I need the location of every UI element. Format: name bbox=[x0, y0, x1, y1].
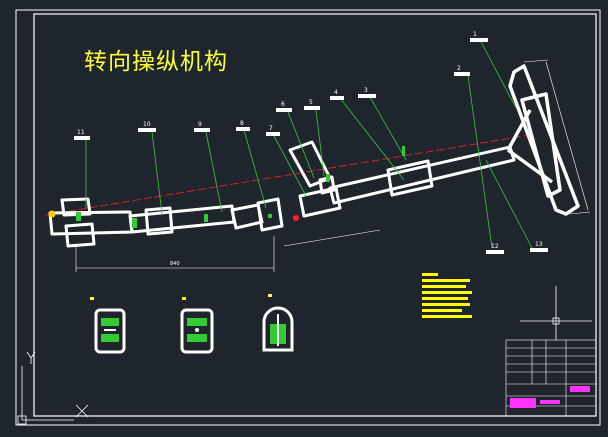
crosshair-icon bbox=[520, 286, 592, 340]
callout-6: 6 bbox=[281, 101, 285, 108]
dimension-length-text: 840 bbox=[170, 261, 180, 267]
outer-frame bbox=[15, 9, 601, 426]
callout-9: 9 bbox=[198, 121, 202, 128]
callout-3: 3 bbox=[364, 87, 368, 94]
drawing-title: 转向操纵机构 bbox=[84, 49, 228, 75]
callout-8: 8 bbox=[240, 120, 244, 127]
wheel-dimension bbox=[523, 59, 591, 215]
callout-1: 1 bbox=[473, 31, 477, 38]
ucs-axis-icon bbox=[17, 351, 74, 425]
joint-marker-red bbox=[293, 215, 299, 221]
title-block bbox=[505, 339, 597, 417]
cross-mark-icon bbox=[75, 404, 89, 418]
callout-5: 5 bbox=[309, 99, 313, 106]
section-view-c bbox=[262, 306, 294, 352]
section-view-b bbox=[180, 308, 214, 354]
shaft-centerline bbox=[45, 134, 531, 216]
green-details bbox=[76, 146, 405, 228]
callout-7: 7 bbox=[269, 125, 273, 132]
inner-frame bbox=[33, 13, 597, 417]
section-labels bbox=[90, 294, 272, 300]
technical-notes bbox=[422, 273, 472, 318]
callout-4: 4 bbox=[334, 89, 338, 96]
joint-marker bbox=[48, 210, 56, 218]
leader-lines bbox=[85, 39, 533, 249]
callout-11: 11 bbox=[77, 129, 85, 136]
callout-underlines bbox=[74, 38, 548, 254]
aux-dimension-line bbox=[283, 229, 381, 247]
length-dimension bbox=[75, 236, 275, 272]
steering-column bbox=[48, 140, 516, 248]
title-block-accents bbox=[510, 386, 590, 408]
callout-2: 2 bbox=[457, 65, 461, 72]
callout-13: 13 bbox=[535, 241, 543, 248]
section-view-a bbox=[94, 308, 126, 354]
callout-12: 12 bbox=[491, 243, 499, 250]
callout-10: 10 bbox=[143, 121, 151, 128]
steering-wheel bbox=[506, 64, 580, 216]
